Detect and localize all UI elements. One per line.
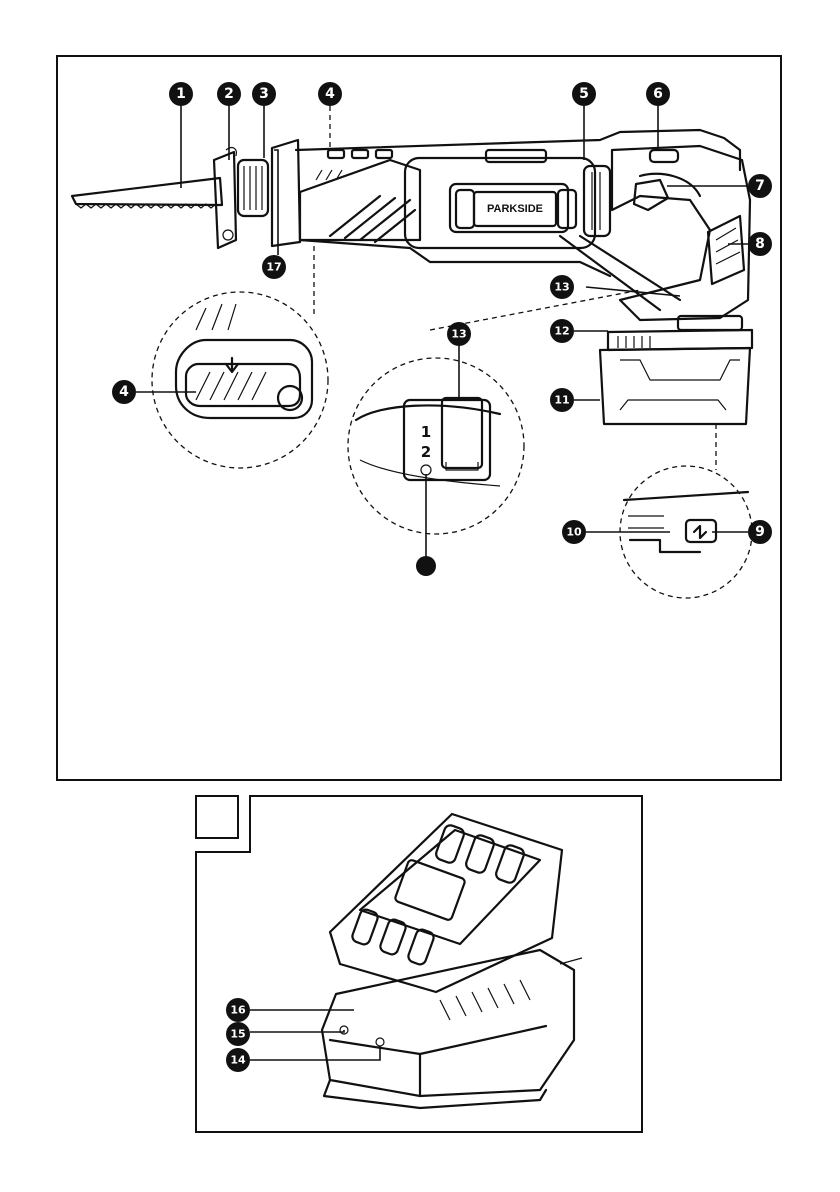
svg-text:1: 1 — [176, 86, 186, 102]
svg-text:5: 5 — [579, 86, 589, 102]
blade-clamp — [238, 160, 268, 216]
figure-a-frame — [57, 56, 781, 780]
svg-text:17: 17 — [266, 261, 281, 274]
callout-6: 6 — [646, 82, 670, 106]
speed-mark-2: 2 — [421, 443, 431, 461]
leader-lines-b — [250, 1010, 380, 1060]
brand-label: PARKSIDE — [487, 203, 543, 215]
detail-circle-charge-indicator — [586, 466, 752, 598]
battery-on-charger — [330, 814, 562, 992]
callout-13-detail: 13 — [447, 322, 471, 346]
callout-16: 16 — [226, 998, 250, 1022]
detail-circle-ventilation — [136, 292, 328, 468]
battery-pack — [600, 330, 752, 424]
callout-7: 7 — [748, 174, 772, 198]
svg-text:16: 16 — [230, 1004, 246, 1017]
shoe-plate — [214, 148, 236, 248]
svg-text:15: 15 — [230, 1028, 245, 1041]
svg-text:4: 4 — [325, 86, 335, 102]
callout-12: 12 — [550, 319, 574, 343]
callout-4-detail: 4 — [112, 380, 136, 404]
callout-2: 2 — [217, 82, 241, 106]
svg-text:12: 12 — [554, 325, 569, 338]
svg-text:4: 4 — [119, 384, 129, 400]
on-off-switch — [634, 180, 668, 210]
svg-text:6: 6 — [653, 86, 663, 102]
svg-text:7: 7 — [755, 178, 765, 194]
switch-lock — [650, 150, 678, 162]
callout-9: 9 — [748, 520, 772, 544]
callout-8: 8 — [748, 232, 772, 256]
callout-5: 5 — [572, 82, 596, 106]
svg-text:10: 10 — [566, 526, 582, 539]
callout-1: 1 — [169, 82, 193, 106]
svg-text:3: 3 — [259, 86, 269, 102]
svg-text:9: 9 — [755, 524, 765, 540]
callout-14: 14 — [226, 1048, 250, 1072]
callout-3: 3 — [252, 82, 276, 106]
callout-4: 4 — [318, 82, 342, 106]
saw-blade — [72, 178, 222, 208]
figure-b-label-box — [196, 796, 238, 838]
svg-text:8: 8 — [755, 236, 765, 252]
callout-11: 11 — [550, 388, 574, 412]
detail-circle-speed-switch — [348, 346, 524, 576]
callout-15: 15 — [226, 1022, 250, 1046]
callout-17: 17 — [262, 255, 286, 279]
svg-text:11: 11 — [554, 394, 569, 407]
speed-mark-1: 1 — [421, 423, 431, 441]
svg-text:14: 14 — [230, 1054, 246, 1067]
svg-text:13: 13 — [451, 328, 466, 341]
svg-text:13: 13 — [554, 281, 569, 294]
charger — [322, 950, 582, 1108]
svg-text:2: 2 — [224, 86, 234, 102]
callout-13: 13 — [550, 275, 574, 299]
callout-10: 10 — [562, 520, 586, 544]
saw-body — [272, 130, 750, 330]
